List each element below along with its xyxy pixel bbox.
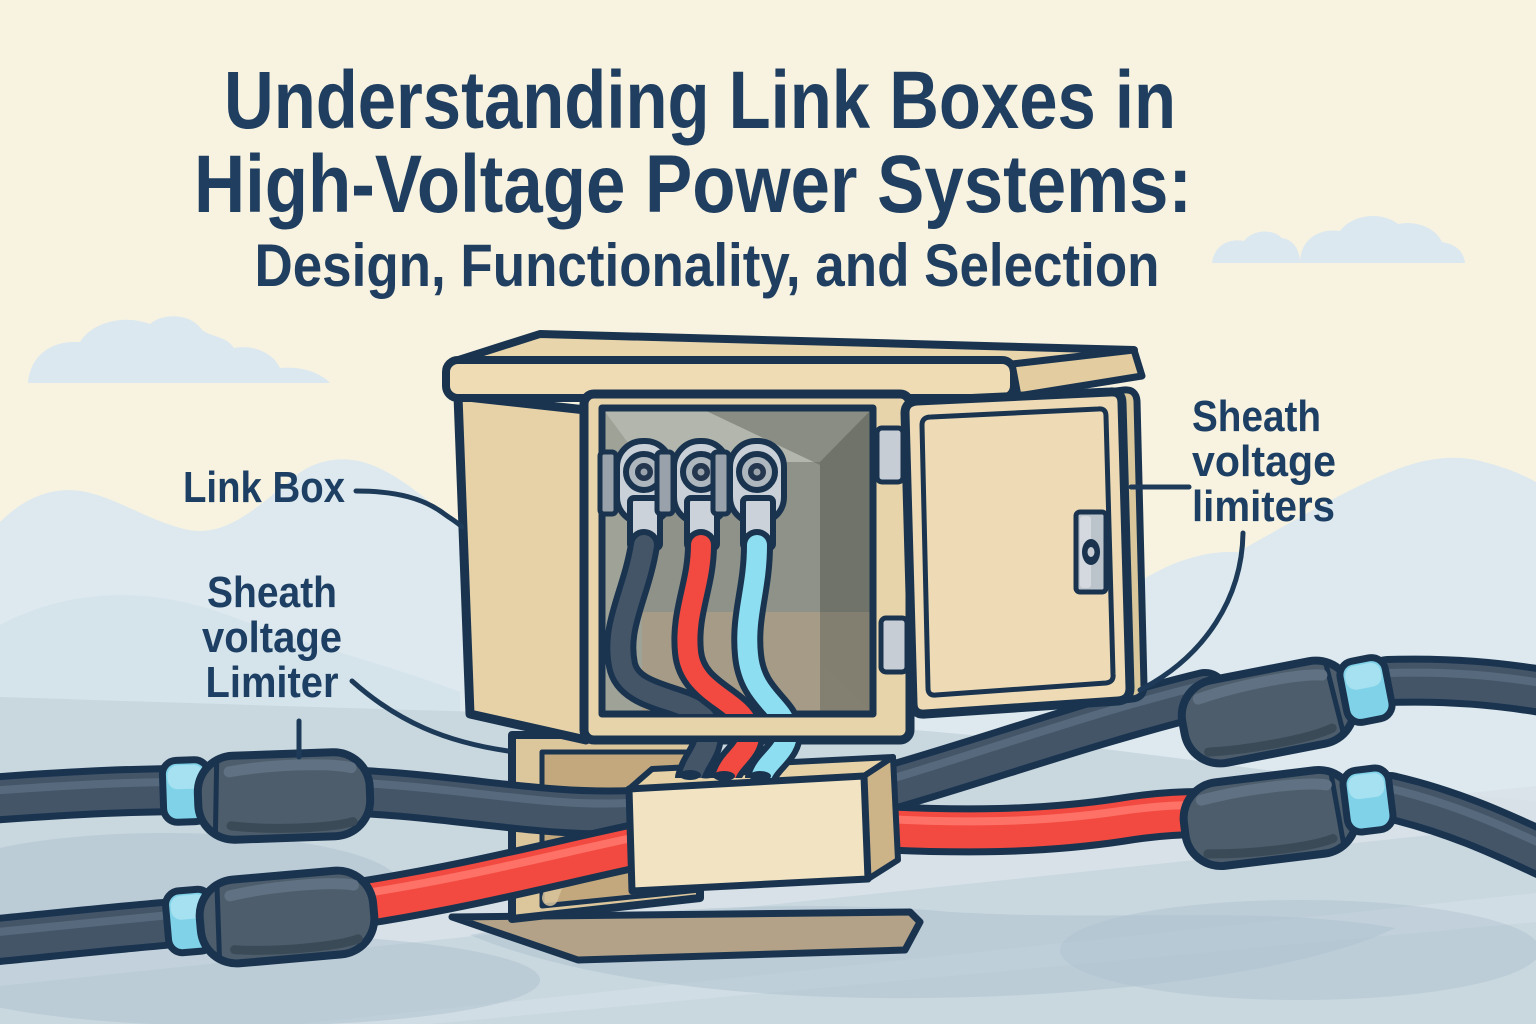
- svg-text:Limiter: Limiter: [206, 658, 339, 707]
- cable-right-upper: [855, 655, 1536, 815]
- title-line-1: Understanding Link Boxes in: [224, 55, 1176, 146]
- leader-right-limiters-curve: [1137, 530, 1246, 693]
- joint-band-right-lower: [1339, 764, 1397, 836]
- cloud-left: [28, 316, 330, 383]
- cable-joint-right-lower: [1179, 765, 1361, 871]
- cloud-right-small: [1212, 231, 1300, 263]
- cable-joint-left-lower: [195, 866, 379, 968]
- label-link-box: Link Box: [183, 463, 345, 512]
- leader-link-box: [353, 488, 465, 530]
- annotation-labels: Link Box Sheath voltage Limiter Sheath v…: [183, 392, 1336, 707]
- door-inner-outline: [919, 406, 1116, 698]
- cabinet-roof-right: [1008, 346, 1146, 400]
- interior-phase-cables: [604, 529, 803, 778]
- shadow-left-lower: [0, 934, 540, 1024]
- shadow-right-joints: [1060, 900, 1536, 1000]
- interior-shadow: [700, 408, 873, 714]
- door-hinge-top: [874, 425, 906, 485]
- clouds: [28, 215, 1465, 383]
- cabinet-left-wall: [453, 391, 591, 745]
- leader-lines: [296, 484, 1246, 760]
- svg-text:voltage: voltage: [1192, 437, 1336, 486]
- svg-text:Sheath: Sheath: [1192, 392, 1321, 441]
- label-left-limiter: Sheath voltage Limiter: [202, 568, 342, 707]
- svg-text:Sheath: Sheath: [207, 568, 337, 617]
- cabinet-door: [874, 386, 1148, 719]
- cable-entry-collars: [679, 770, 771, 781]
- door-lock: [1073, 509, 1109, 595]
- label-right-limiters: Sheath voltage limiters: [1192, 392, 1336, 531]
- sheath-voltage-limiter-3: [710, 438, 787, 551]
- title-line-3: Design, Functionality, and Selection: [255, 232, 1160, 299]
- door-panel: [900, 387, 1135, 719]
- leader-left-limiter-curve: [349, 678, 511, 754]
- joint-band-right-upper: [1336, 654, 1396, 726]
- title-line-2: High-Voltage Power Systems:: [194, 139, 1192, 230]
- cable-joint-left-upper: [193, 748, 375, 844]
- svg-text:limiters: limiters: [1192, 482, 1335, 531]
- cloud-right-large: [1300, 215, 1465, 263]
- title-block: Understanding Link Boxes in High-Voltage…: [194, 55, 1192, 299]
- cable-left-lower: [0, 821, 661, 965]
- base-plate: [448, 908, 924, 964]
- door-hinge-bottom: [878, 615, 910, 675]
- cable-right-lower: [855, 772, 1536, 878]
- link-box-cabinet: [442, 330, 1146, 745]
- junction-box: [625, 754, 901, 895]
- svg-text:voltage: voltage: [202, 613, 342, 662]
- junction-box-front: [625, 772, 872, 895]
